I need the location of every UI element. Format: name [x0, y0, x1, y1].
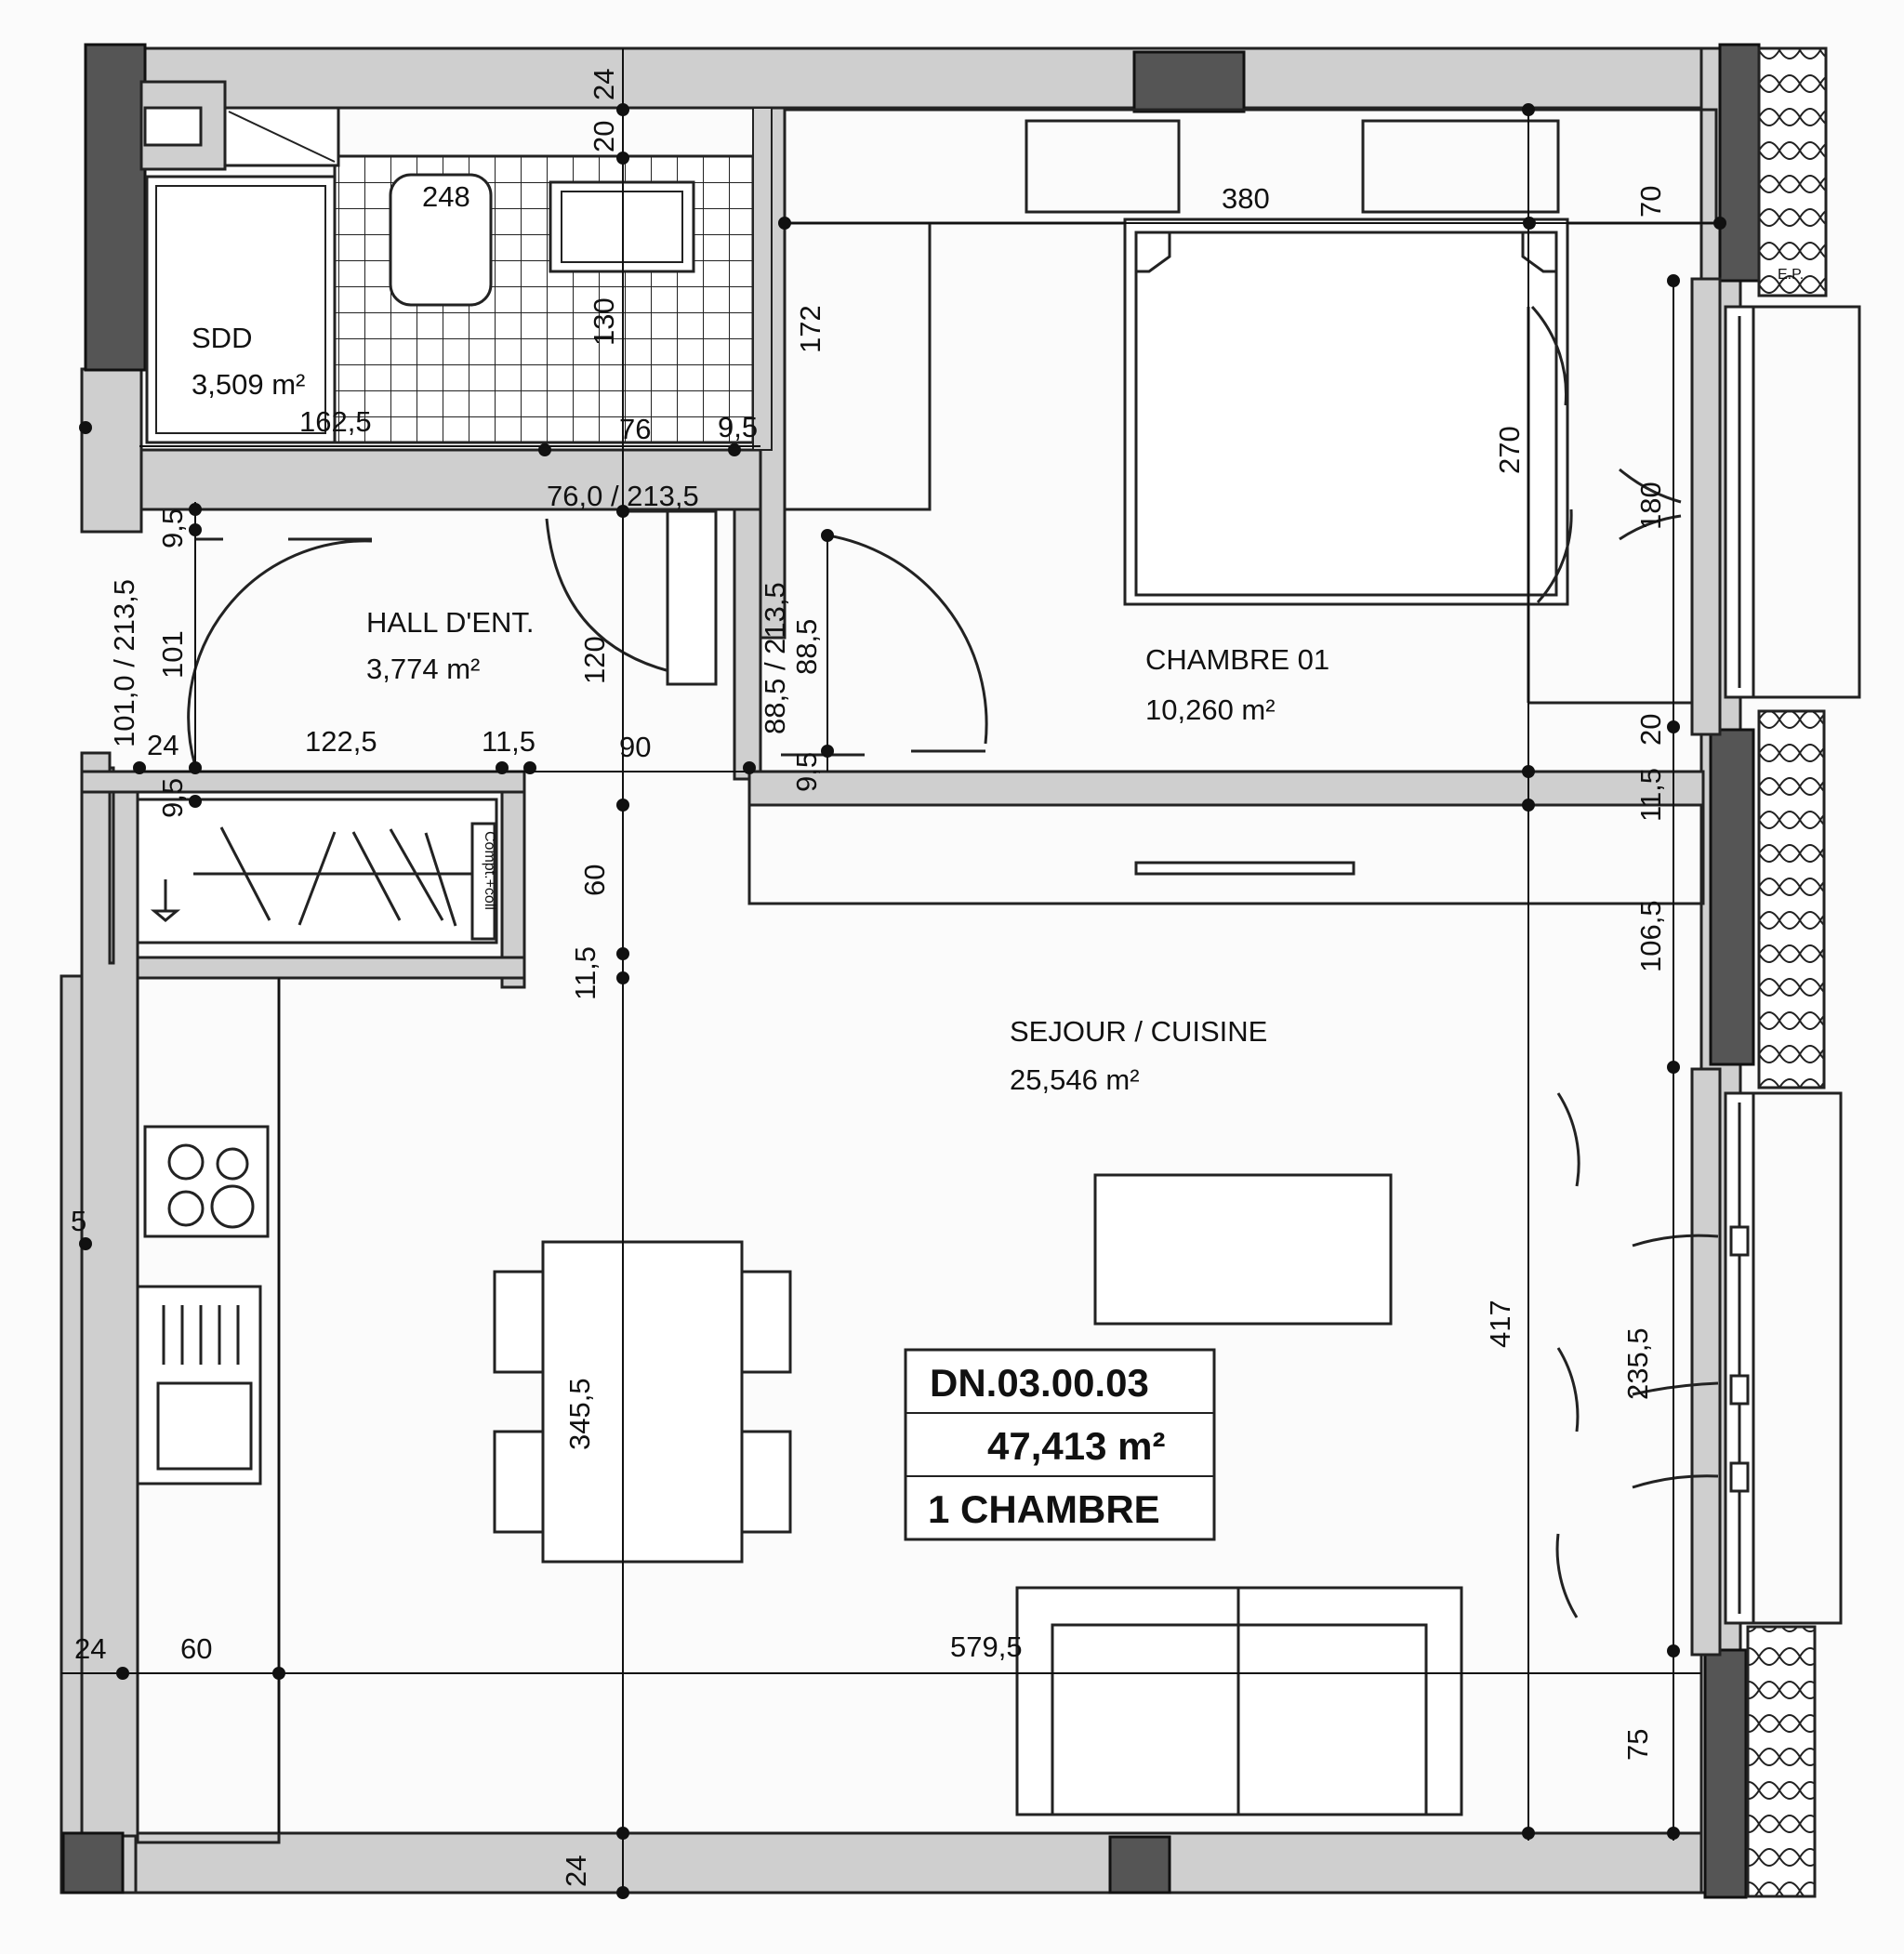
unit-info-box: DN.03.00.03 47,413 m² 1 CHAMBRE	[904, 1348, 1216, 1541]
windows	[1724, 305, 1861, 1625]
dim-172: 172	[794, 305, 826, 353]
dim-270: 270	[1493, 426, 1526, 474]
dim-9-5-hall: 9,5	[156, 508, 189, 548]
dining-table-icon	[541, 1240, 744, 1564]
dim-579-5: 579,5	[950, 1631, 1023, 1663]
dim-122-5: 122,5	[305, 725, 377, 758]
dim-75: 75	[1621, 1729, 1654, 1761]
dim-417: 417	[1484, 1300, 1516, 1348]
dimension-labels: 24 20 248 130 162,5 76 9,5 76,0 / 213,5 …	[71, 69, 1667, 1887]
sejour-furniture	[136, 803, 1705, 1844]
hall-name: HALL D'ENT.	[366, 606, 535, 639]
coffee-table-icon	[1093, 1173, 1393, 1326]
structural-columns	[61, 43, 1761, 1899]
sdd-bathroom	[143, 106, 773, 451]
meter-cabinet	[136, 798, 498, 944]
dim-24-left: 24	[74, 1632, 106, 1665]
dim-11-5-right: 11,5	[1634, 768, 1667, 822]
cooktop-icon	[143, 1125, 270, 1238]
dim-9-5-sdd: 9,5	[718, 411, 758, 443]
dim-76-door: 76,0 / 213,5	[547, 480, 699, 512]
dim-60-vert: 60	[578, 865, 611, 896]
unit-type: 1 CHAMBRE	[928, 1487, 1160, 1531]
dim-248: 248	[422, 180, 470, 213]
dim-60-kitchen: 60	[180, 1632, 212, 1665]
facade-insulation	[1746, 46, 1828, 1898]
dim-24-top: 24	[588, 69, 620, 100]
sejour-area: 25,546 m²	[1010, 1063, 1140, 1096]
dim-24-bottom: 24	[560, 1855, 592, 1887]
dim-88-5-door: 88,5 / 213,5	[759, 582, 791, 734]
dim-101-door: 101,0 / 213,5	[108, 579, 140, 747]
dim-106-5: 106,5	[1634, 900, 1667, 972]
dim-235-5: 235,5	[1621, 1327, 1654, 1400]
sejour-name: SEJOUR / CUISINE	[1010, 1015, 1267, 1048]
meter-cabinet-label: Compt.+coll	[482, 831, 497, 910]
dim-130: 130	[588, 297, 620, 346]
dim-380: 380	[1222, 182, 1270, 215]
unit-code: DN.03.00.03	[930, 1361, 1149, 1405]
sdd-area: 3,509 m²	[192, 368, 305, 401]
chambre-name: CHAMBRE 01	[1145, 643, 1329, 676]
interior-walls	[80, 80, 1722, 1657]
balcony-doors	[1555, 1092, 1750, 1618]
unit-area: 47,413 m²	[987, 1424, 1165, 1468]
dim-9-5-b: 9,5	[790, 752, 823, 792]
room-labels: SDD 3,509 m² HALL D'ENT. 3,774 m² CHAMBR…	[192, 267, 1804, 1096]
dim-120: 120	[578, 636, 611, 684]
dim-162-5: 162,5	[299, 405, 372, 438]
dim-24-hall: 24	[147, 729, 178, 761]
ep-label: E.P.	[1778, 267, 1804, 283]
dimension-lines	[61, 48, 1726, 1899]
double-bed-icon	[1123, 218, 1569, 606]
dim-11-5-hall: 11,5	[482, 725, 536, 758]
dim-101: 101	[156, 630, 189, 679]
chambre-area: 10,260 m²	[1145, 693, 1276, 726]
hall-entry	[187, 509, 988, 767]
dim-9-5-a: 9,5	[156, 778, 189, 818]
dim-90: 90	[619, 731, 651, 763]
dim-345-5: 345,5	[563, 1378, 596, 1450]
dim-5-left: 5	[71, 1205, 86, 1237]
dim-76: 76	[619, 413, 651, 445]
hall-area: 3,774 m²	[366, 653, 480, 685]
dim-20-top: 20	[588, 121, 620, 152]
dim-11-5-vert: 11,5	[569, 946, 602, 1000]
dim-88-5: 88,5	[790, 619, 823, 675]
dim-70: 70	[1634, 186, 1667, 218]
dim-20-right: 20	[1634, 714, 1667, 746]
toilet-icon	[389, 173, 493, 307]
dim-180: 180	[1634, 482, 1667, 530]
sdd-name: SDD	[192, 322, 252, 354]
